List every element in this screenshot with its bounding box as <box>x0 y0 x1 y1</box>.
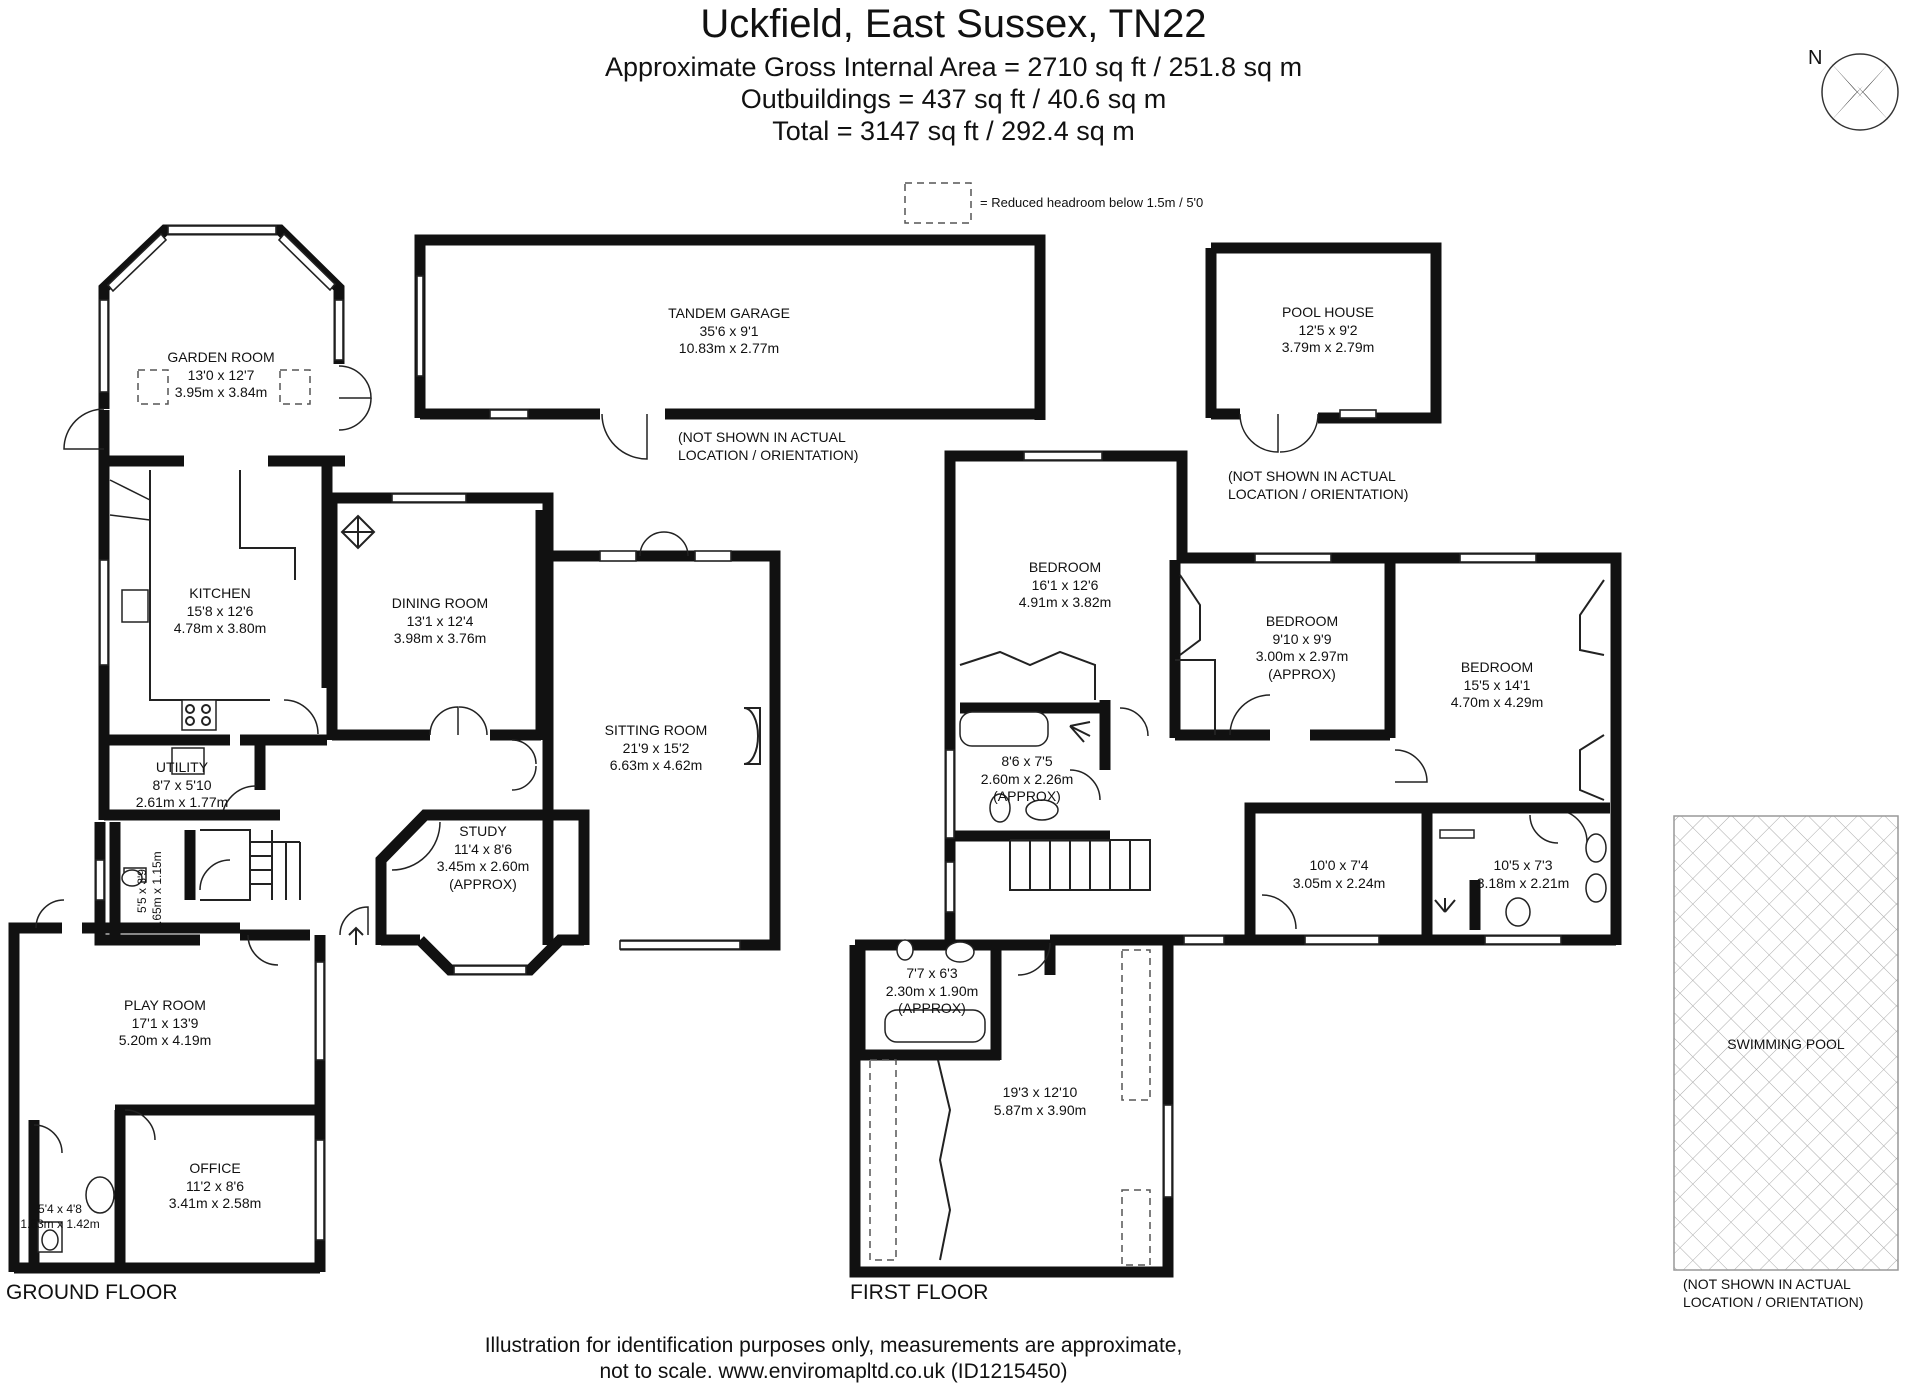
skylight-icon <box>340 514 376 550</box>
footer-line-2: not to scale. www.enviromapltd.co.uk (ID… <box>599 1360 1068 1383</box>
gross-area: Approximate Gross Internal Area = 2710 s… <box>604 52 1303 82</box>
footer-line-1: Illustration for identification purposes… <box>484 1334 1183 1357</box>
entrance-arrow-icon <box>348 926 364 945</box>
swimming-pool <box>1673 815 1899 1271</box>
total-area: Total = 3147 sq ft / 292.4 sq m <box>772 116 1135 146</box>
legend-text: = Reduced headroom below 1.5m / 5'0 <box>980 195 1204 210</box>
floor-label-first: FIRST FLOOR <box>850 1281 989 1304</box>
compass-rose-icon <box>1821 53 1899 131</box>
swimming-pool-label: SWIMMING POOL <box>1727 1036 1845 1052</box>
outbuildings-area: Outbuildings = 437 sq ft / 40.6 sq m <box>740 84 1167 114</box>
compass-label: N <box>1808 47 1823 69</box>
floor-label-ground: GROUND FLOOR <box>6 1281 178 1304</box>
location-title: Uckfield, East Sussex, TN22 <box>700 2 1207 46</box>
reduced-headroom-legend-box <box>904 182 972 224</box>
